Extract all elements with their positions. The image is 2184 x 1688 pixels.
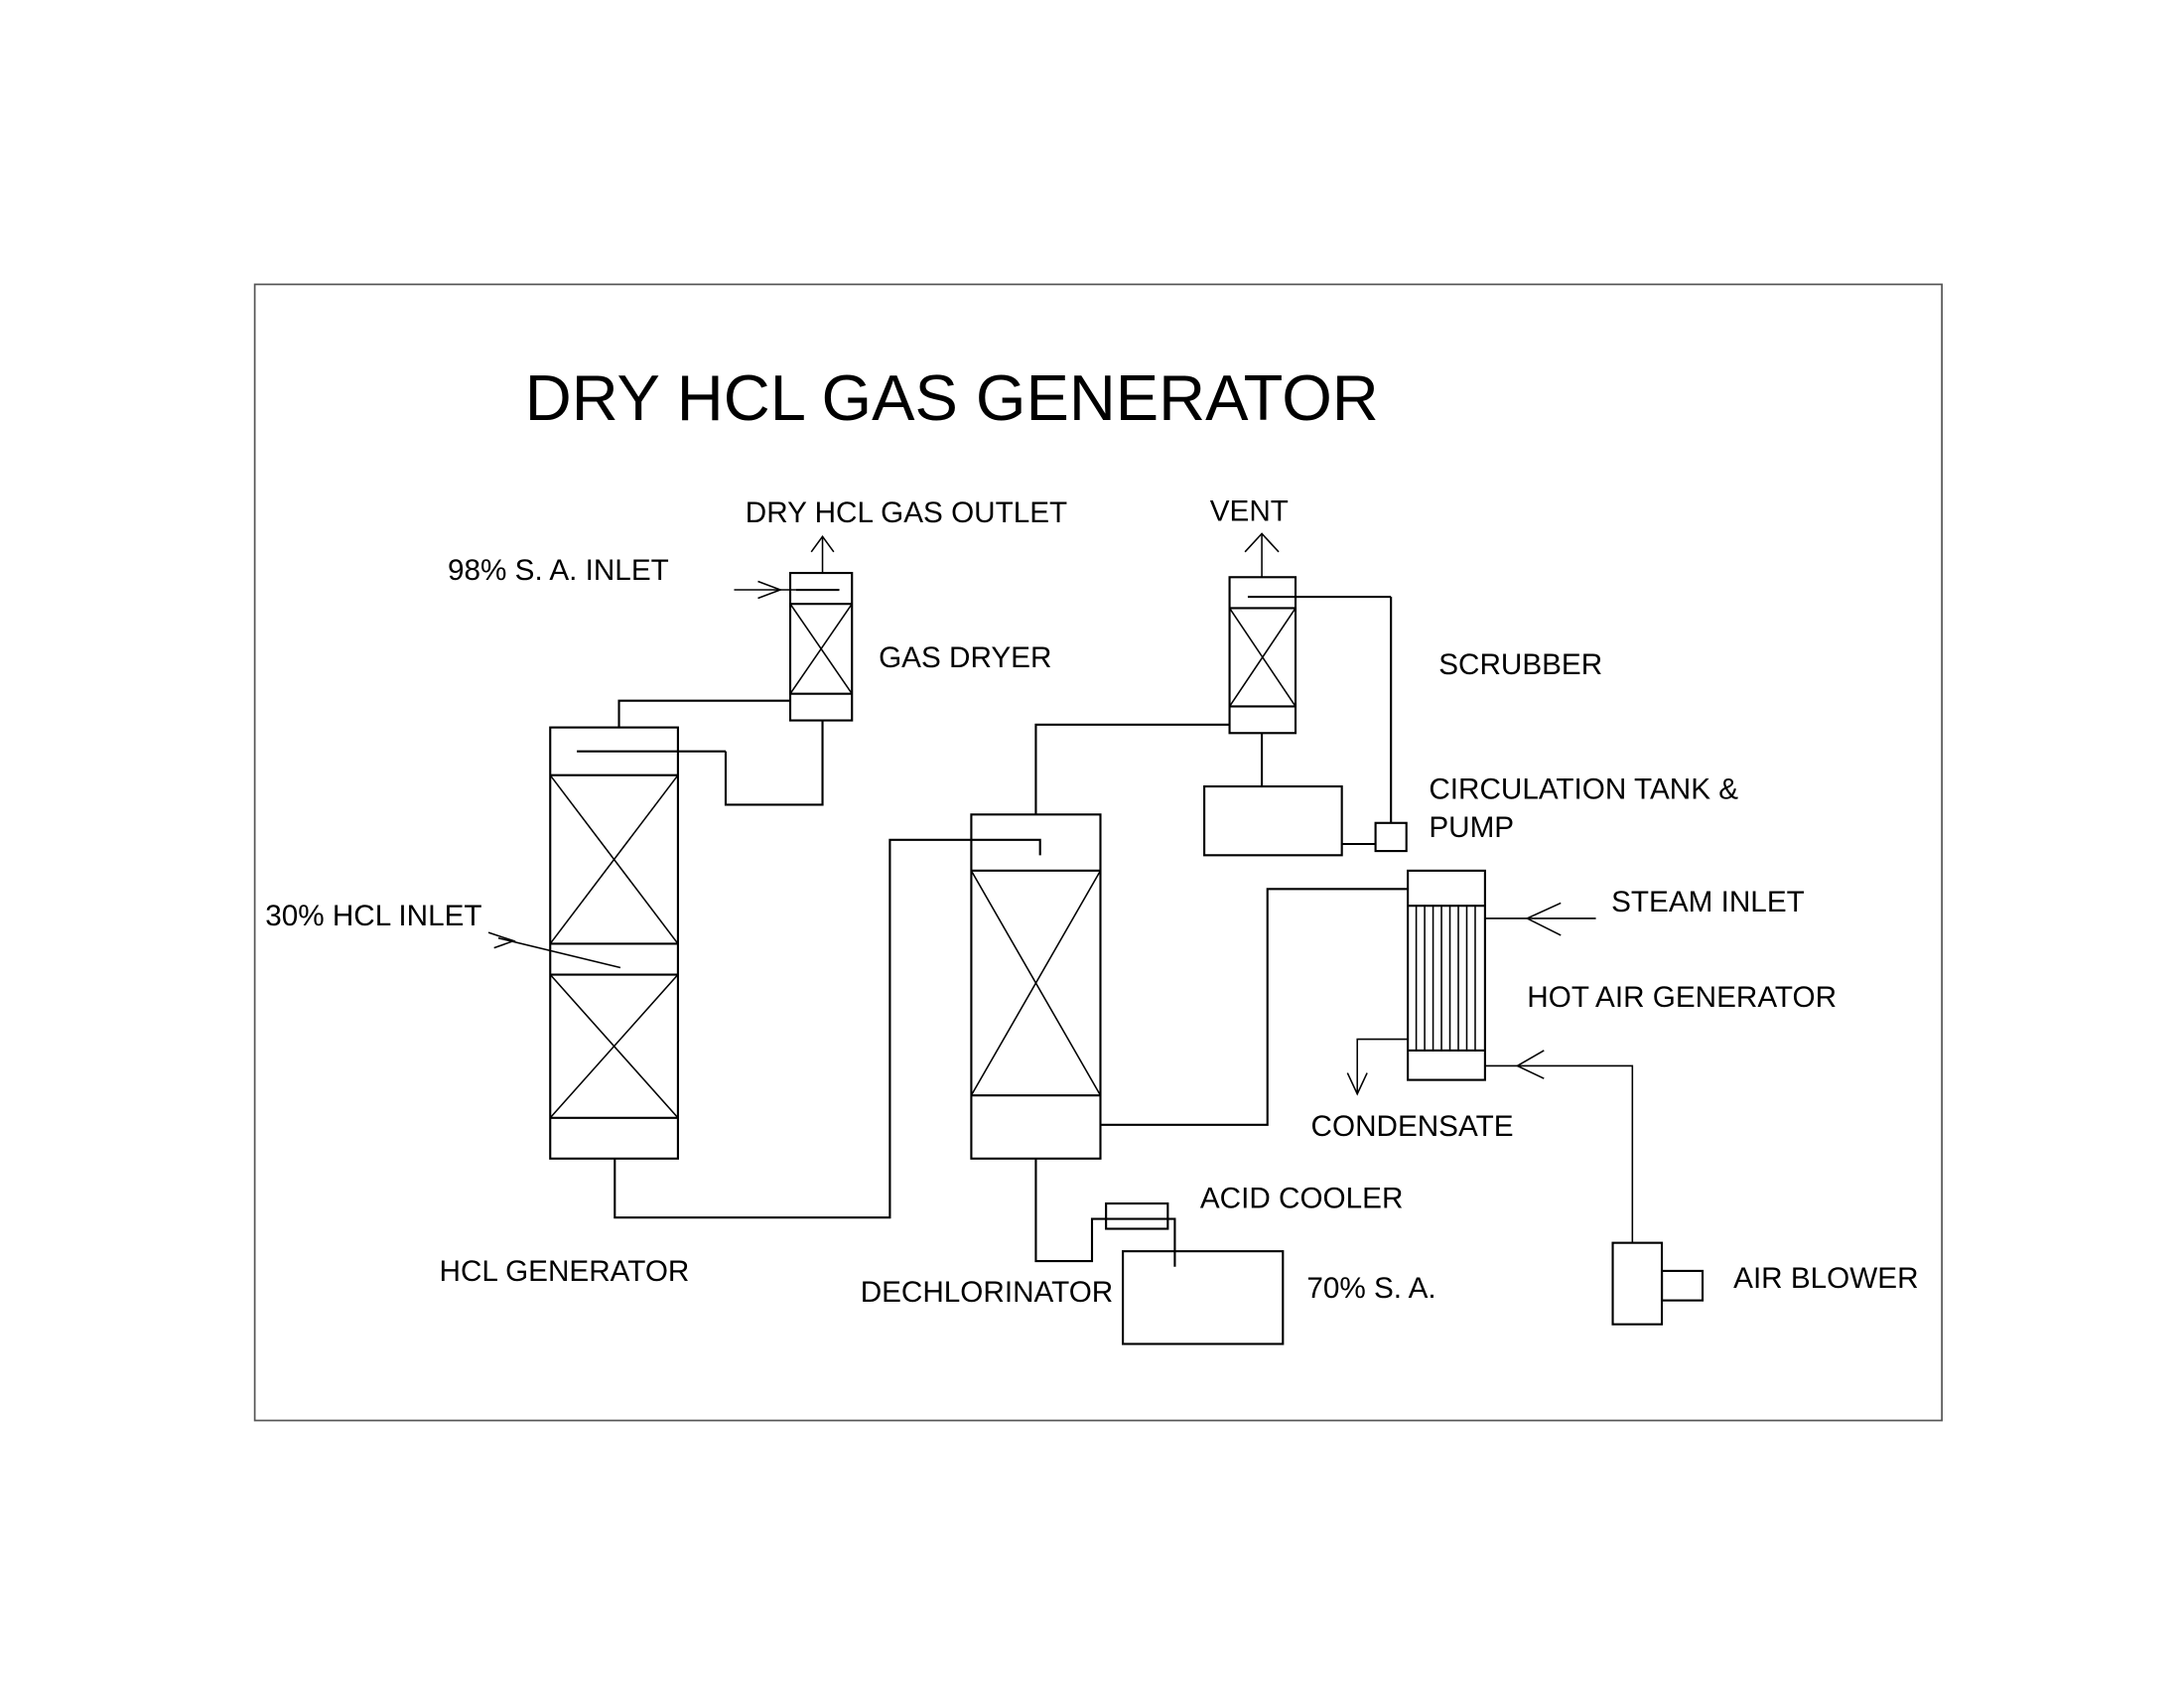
steam-inlet-label: STEAM INLET xyxy=(1611,886,1805,918)
hcl-inlet-label: 30% HCL INLET xyxy=(265,900,481,932)
circulation-tank-label-1: CIRCULATION TANK & xyxy=(1429,774,1738,806)
hot-air-generator xyxy=(1407,869,1486,1081)
air-blower xyxy=(1611,1241,1705,1326)
air-inlet-arrow xyxy=(1484,1050,1634,1243)
gas-dryer xyxy=(788,571,854,722)
drawing-frame xyxy=(253,283,1943,1422)
diagram-title: DRY HCL GAS GENERATOR xyxy=(525,361,1379,434)
acid-cooler xyxy=(1105,1202,1169,1230)
scrubber xyxy=(1228,576,1392,735)
acid-cooler-label: ACID COOLER xyxy=(1200,1182,1404,1214)
steam-inlet-arrow xyxy=(1484,902,1596,936)
hot-air-generator-label: HOT AIR GENERATOR xyxy=(1527,981,1837,1014)
hcl-inlet-arrow xyxy=(487,931,621,969)
circulation-tank-label-2: PUMP xyxy=(1429,811,1514,844)
dechlorinator-label: DECHLORINATOR xyxy=(861,1276,1114,1309)
gas-outlet-label: DRY HCL GAS OUTLET xyxy=(746,496,1067,529)
circulation-pump xyxy=(1374,821,1408,853)
condensate-arrow xyxy=(1346,1038,1409,1096)
hcl-generator-label: HCL GENERATOR xyxy=(440,1255,690,1288)
vent-arrow xyxy=(1244,532,1280,578)
circulation-tank xyxy=(1203,784,1343,857)
sa-70-tank xyxy=(1122,1250,1285,1345)
pipe-dechlorinator-to-scrubber xyxy=(1034,723,1230,815)
sa-inlet-arrow xyxy=(734,580,796,600)
condensate-label: CONDENSATE xyxy=(1311,1110,1514,1143)
hcl-generator xyxy=(549,726,726,1160)
gas-outlet-arrow xyxy=(810,534,835,574)
dechlorinator xyxy=(970,813,1102,1160)
pipe-hot-air-to-dechlorinator xyxy=(1100,888,1409,1126)
gas-dryer-label: GAS DRYER xyxy=(879,641,1051,674)
pipe-dechlorinator-to-cooler xyxy=(1034,1158,1176,1267)
vent-label: VENT xyxy=(1210,495,1289,528)
pipe-generator-to-dechlorinator xyxy=(614,838,1041,1219)
scrubber-label: SCRUBBER xyxy=(1438,648,1602,681)
air-blower-label: AIR BLOWER xyxy=(1733,1262,1918,1295)
sa-inlet-label: 98% S. A. INLET xyxy=(448,554,669,587)
pipe-generator-to-dryer xyxy=(617,699,791,728)
pipe-dryer-return xyxy=(724,720,824,806)
sa-70-tank-label: 70% S. A. xyxy=(1306,1272,1435,1305)
